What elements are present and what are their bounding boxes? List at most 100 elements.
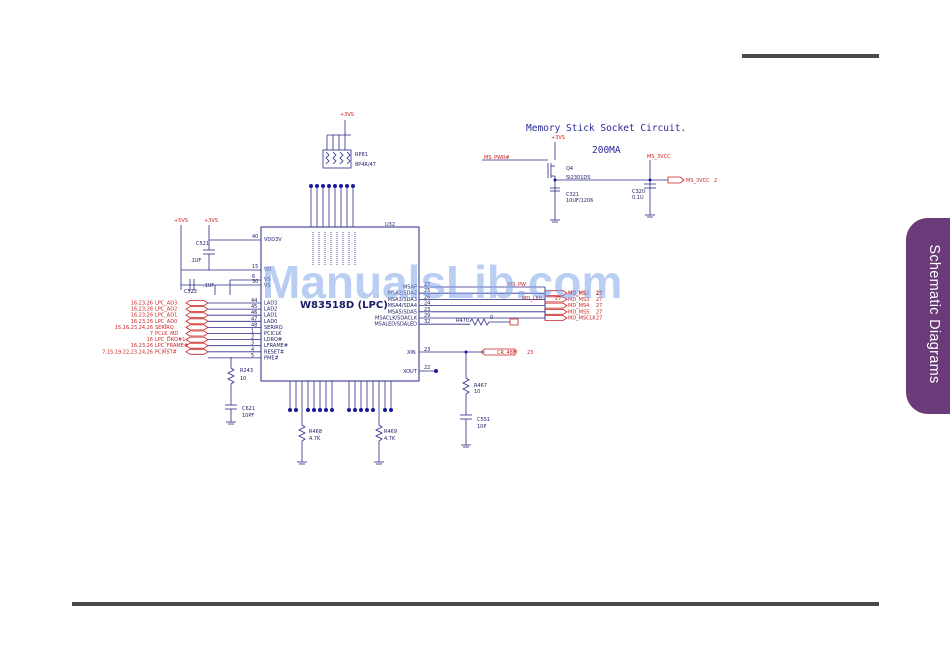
q4-ref: Q4 [566,166,573,172]
net-pages: 16 [147,337,153,343]
net-label: MD_MS4 [568,303,589,309]
svg-text:VD: VD [264,267,271,273]
net-page: 27 [596,309,602,315]
pin-number: 26 [424,294,430,300]
pin-name: LDRQ# [264,337,282,343]
c551-value: 10P [477,424,486,430]
net-pages: 16,23,26 [131,307,153,313]
ms-3vcc-net: MS_3VCC [686,178,710,184]
rp81-rail-label: +3VS [340,112,354,118]
v5-rail-label: +5VS [174,218,188,224]
net-label: LPC_AD0 [155,319,177,325]
watermark: ManualsLib.com [262,256,622,308]
net-label: PCIRST# [155,349,177,355]
pin-name: LAD2 [264,307,277,313]
net-page: 27 [596,303,602,309]
power-decoupling [180,225,261,295]
r467-ref: R467 [474,383,487,389]
net-label: LPC_AD2 [155,307,177,313]
pin-name: MSACLK/SDACLK [375,316,418,322]
net-label: MD_MS2 [568,291,589,297]
svg-text:VS: VS [264,277,271,283]
xin-net: CR_48M [497,350,517,356]
net-label: LPC_FRAME# [155,343,188,349]
net-pages: 7,15,19,22,23,24,26 [102,349,153,355]
pin-number: 25 [424,288,430,294]
r243-ref: R243 [240,368,253,374]
pin-name: LFRAME# [264,343,288,349]
c321-ref: C321 [566,192,579,198]
ic-u32-ref: U32 [385,222,395,228]
ic-u32-part: W83518D (LPC) [300,300,388,311]
c621-value: 10PF [242,413,254,419]
top-pin-labels [312,232,356,265]
section-tab[interactable]: Schematic Diagrams [906,218,950,414]
power-pin-rows: 40 VDD3V 15 VD 6 VS 30 VS [252,234,282,289]
c321-value: 10UF/1206 [566,198,593,204]
svg-text:6: 6 [252,274,255,280]
xout-pin-name: XOUT [403,369,418,375]
pin-name: MSALED/SDALED [374,322,417,328]
pin-number: 4 [251,347,254,353]
bottom-pin-bus [288,381,393,465]
ms-pwr-net: MS_PWR# [484,155,510,161]
q4-part: SI2301DS [566,175,590,181]
rp81-value: 8P4R/47 [355,162,376,168]
net-pages: 15,16,23,24,26 [115,325,153,331]
net-label: MD_LED [522,296,543,302]
net-page: 27 [596,291,602,297]
v3-rail-label: +3VS [204,218,218,224]
footer-rule [72,602,879,606]
pin-number: 29 [424,313,430,319]
pin-number: 5 [251,353,254,359]
rp81-ref: RP81 [355,152,368,158]
net-label: MS_PW [508,282,526,288]
net-pages: 7 [150,331,153,337]
ms-pw-link: MD_MS 27 [544,287,602,320]
pin-name: SERIRQ [264,325,283,331]
net-pages: 16,23,26 [131,319,153,325]
md-ms-net: MD_MS [568,291,586,297]
pin-name: LAD1 [264,313,277,319]
ms-rail-label: +3VS [551,135,565,141]
c522-value: .1UF [203,283,214,289]
md-ms-page: 27 [596,291,602,297]
pin-number: 45 [251,304,257,310]
svg-text:VS: VS [264,283,271,289]
xin-pin-num: 23 [424,347,430,353]
pin-name: MSA2/SDA2 [388,291,417,297]
c551-ref: C551 [477,417,490,423]
pin-name: MSA5/SDA5 [388,309,417,315]
pin-name: LAD3 [264,301,277,307]
header-rule [742,54,879,58]
r243-value: 10 [240,376,246,382]
svg-text:15: 15 [252,264,258,270]
net-label: MD_MS5 [568,309,589,315]
r243-c621 [225,357,237,425]
net-label: PCLK_MD [155,331,178,337]
pin-name: RESET# [264,349,284,355]
ms-current-label: 200MA [592,145,621,156]
pin-number: 44 [251,298,257,304]
ic-u32-body [260,226,420,382]
svg-text:30: 30 [252,279,258,285]
ms-3vcc-top: MS_3VCC [647,154,671,160]
net-page: 27 [596,316,602,322]
left-pin-row: 4 RESET# PCIRST#7,15,19,22,23,24,26 [102,347,284,356]
r467-value: 10 [474,389,480,395]
c320-value: 0.1U [632,195,644,201]
net-page: 27 [555,296,561,302]
pin-name: MSA4/SDA4 [388,303,417,309]
ms-section-title: Memory Stick Socket Circuit. [526,123,686,134]
